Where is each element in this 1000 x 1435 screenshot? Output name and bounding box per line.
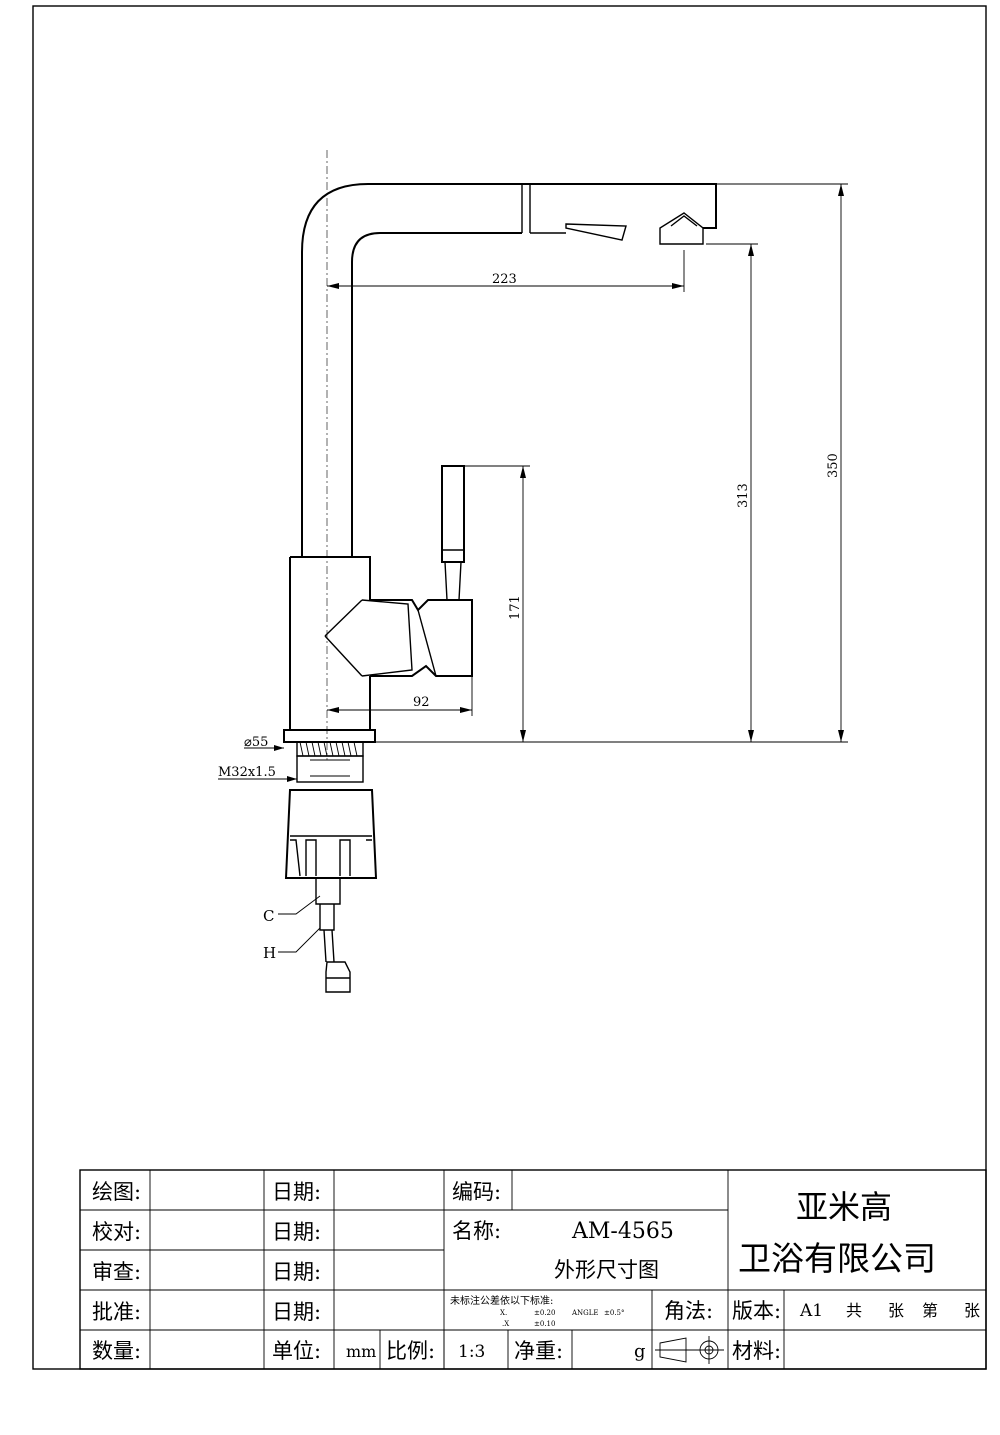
projection-symbol-icon xyxy=(655,1336,724,1364)
label-hot: H xyxy=(263,944,276,962)
tolerance-xx-value: ±0.10 xyxy=(534,1320,555,1328)
date-label-reviewed: 日期: xyxy=(272,1260,321,1284)
dim-313: 313 xyxy=(736,483,751,508)
sheets-total: 共 xyxy=(846,1301,862,1320)
tolerance-title: 未标注公差依以下标准: xyxy=(450,1294,553,1307)
material-label: 材料: xyxy=(732,1339,781,1363)
scale-label: 比例: xyxy=(386,1339,435,1363)
date-label-checked: 日期: xyxy=(272,1220,321,1244)
version-label: 版本: xyxy=(732,1299,781,1323)
net-weight-label: 净重: xyxy=(514,1339,563,1363)
dim-171: 171 xyxy=(508,595,523,620)
faucet-body xyxy=(283,465,473,993)
faucet-spout xyxy=(301,150,717,760)
dimension-lines xyxy=(218,183,848,953)
date-label-approved: 日期: xyxy=(272,1300,321,1324)
dim-dia55: ⌀55 xyxy=(244,735,268,750)
projection-label: 角法: xyxy=(664,1299,713,1323)
reviewed-label: 审查: xyxy=(92,1260,141,1284)
dim-223: 223 xyxy=(492,272,517,287)
tolerance-x: X. xyxy=(500,1309,507,1317)
code-label: 编码: xyxy=(452,1180,501,1204)
scale-value: 1:3 xyxy=(458,1342,485,1362)
name-label: 名称: xyxy=(452,1219,501,1243)
sheets-word-1: 张 xyxy=(888,1301,904,1320)
model-number: AM-4565 xyxy=(571,1219,674,1244)
title-block-grid xyxy=(79,1169,987,1370)
unit-label: 单位: xyxy=(272,1339,321,1363)
date-label-drawn: 日期: xyxy=(272,1180,321,1204)
version-value: A1 xyxy=(799,1301,823,1321)
sheets-word-2: 张 xyxy=(964,1301,980,1320)
quantity-label: 数量: xyxy=(92,1339,141,1363)
unit-value: mm xyxy=(346,1342,376,1361)
dim-92: 92 xyxy=(413,695,430,710)
approved-label: 批准: xyxy=(92,1300,141,1324)
tolerance-angle-value: ±0.5° xyxy=(604,1309,625,1317)
drawing-type: 外形尺寸图 xyxy=(554,1258,659,1282)
tolerance-angle: ANGLE xyxy=(571,1309,599,1317)
dim-350: 350 xyxy=(826,453,841,478)
net-weight-unit: g xyxy=(634,1341,646,1362)
company-name-line2: 卫浴有限公司 xyxy=(738,1239,936,1278)
tolerance-x-value: ±0.20 xyxy=(534,1309,555,1317)
drawn-label: 绘图: xyxy=(92,1180,141,1204)
drawing-border xyxy=(32,5,987,1370)
checked-label: 校对: xyxy=(92,1220,141,1244)
tolerance-xx: .X xyxy=(502,1320,509,1328)
company-name-line1: 亚米高 xyxy=(796,1188,892,1226)
dim-thread: M32x1.5 xyxy=(218,765,276,780)
label-cold: C xyxy=(263,907,274,925)
sheets-number: 第 xyxy=(922,1301,938,1320)
